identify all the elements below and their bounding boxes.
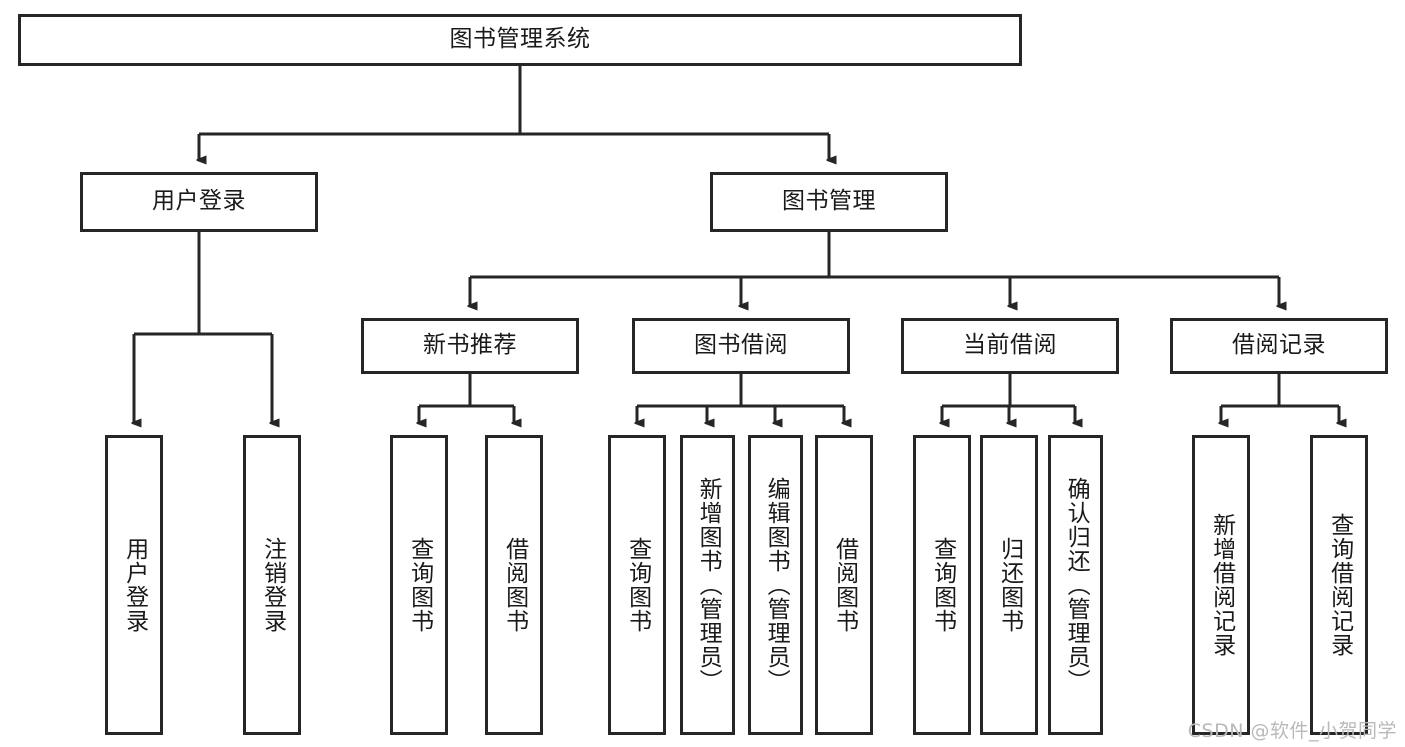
node-borrow-record-label: 借阅记录 bbox=[1232, 332, 1326, 359]
watermark-text: CSDN @软件_小贺同学 bbox=[1187, 720, 1397, 742]
node-leaf-confirm-return-label: 确认归还（管理员） bbox=[1063, 477, 1090, 693]
node-root-system[interactable]: 图书管理系统 bbox=[18, 14, 1022, 66]
node-leaf-query-borrow-record-label: 查询借阅记录 bbox=[1326, 513, 1353, 657]
node-root-label: 图书管理系统 bbox=[449, 26, 591, 53]
node-leaf-return-book[interactable]: 归还图书 bbox=[980, 435, 1038, 735]
node-book-borrow[interactable]: 图书借阅 bbox=[632, 318, 850, 374]
node-leaf-query-book-1-label: 查询图书 bbox=[406, 537, 433, 633]
node-borrow-record[interactable]: 借阅记录 bbox=[1170, 318, 1388, 374]
node-leaf-borrow-book-2[interactable]: 借阅图书 bbox=[815, 435, 873, 735]
node-leaf-borrow-book-1-label: 借阅图书 bbox=[501, 537, 528, 633]
node-book-manage[interactable]: 图书管理 bbox=[710, 172, 948, 232]
node-leaf-borrow-book-2-label: 借阅图书 bbox=[831, 537, 858, 633]
node-book-borrow-label: 图书借阅 bbox=[694, 332, 788, 359]
node-leaf-query-book-1[interactable]: 查询图书 bbox=[390, 435, 448, 735]
node-book-manage-label: 图书管理 bbox=[782, 188, 876, 215]
node-leaf-user-logout-label: 注销登录 bbox=[259, 537, 286, 633]
node-leaf-user-login-label: 用户登录 bbox=[121, 537, 148, 633]
node-leaf-add-book-label: 新增图书（管理员） bbox=[695, 477, 722, 693]
node-current-borrow[interactable]: 当前借阅 bbox=[901, 318, 1119, 374]
node-leaf-add-book[interactable]: 新增图书（管理员） bbox=[680, 435, 735, 735]
node-leaf-query-book-3-label: 查询图书 bbox=[929, 537, 956, 633]
node-leaf-user-logout[interactable]: 注销登录 bbox=[243, 435, 301, 735]
node-leaf-edit-book[interactable]: 编辑图书（管理员） bbox=[748, 435, 803, 735]
node-leaf-confirm-return[interactable]: 确认归还（管理员） bbox=[1048, 435, 1103, 735]
node-new-book-recommend[interactable]: 新书推荐 bbox=[361, 318, 579, 374]
node-leaf-user-login[interactable]: 用户登录 bbox=[105, 435, 163, 735]
node-new-book-recommend-label: 新书推荐 bbox=[423, 332, 517, 359]
node-leaf-add-borrow-record-label: 新增借阅记录 bbox=[1208, 513, 1235, 657]
node-user-login[interactable]: 用户登录 bbox=[80, 172, 318, 232]
node-leaf-query-book-3[interactable]: 查询图书 bbox=[913, 435, 971, 735]
node-leaf-return-book-label: 归还图书 bbox=[996, 537, 1023, 633]
node-leaf-query-borrow-record[interactable]: 查询借阅记录 bbox=[1310, 435, 1368, 735]
node-leaf-query-book-2-label: 查询图书 bbox=[624, 537, 651, 633]
node-user-login-label: 用户登录 bbox=[152, 188, 246, 215]
node-leaf-borrow-book-1[interactable]: 借阅图书 bbox=[485, 435, 543, 735]
node-current-borrow-label: 当前借阅 bbox=[963, 332, 1057, 359]
node-leaf-edit-book-label: 编辑图书（管理员） bbox=[763, 477, 790, 693]
node-leaf-add-borrow-record[interactable]: 新增借阅记录 bbox=[1192, 435, 1250, 735]
node-leaf-query-book-2[interactable]: 查询图书 bbox=[608, 435, 666, 735]
